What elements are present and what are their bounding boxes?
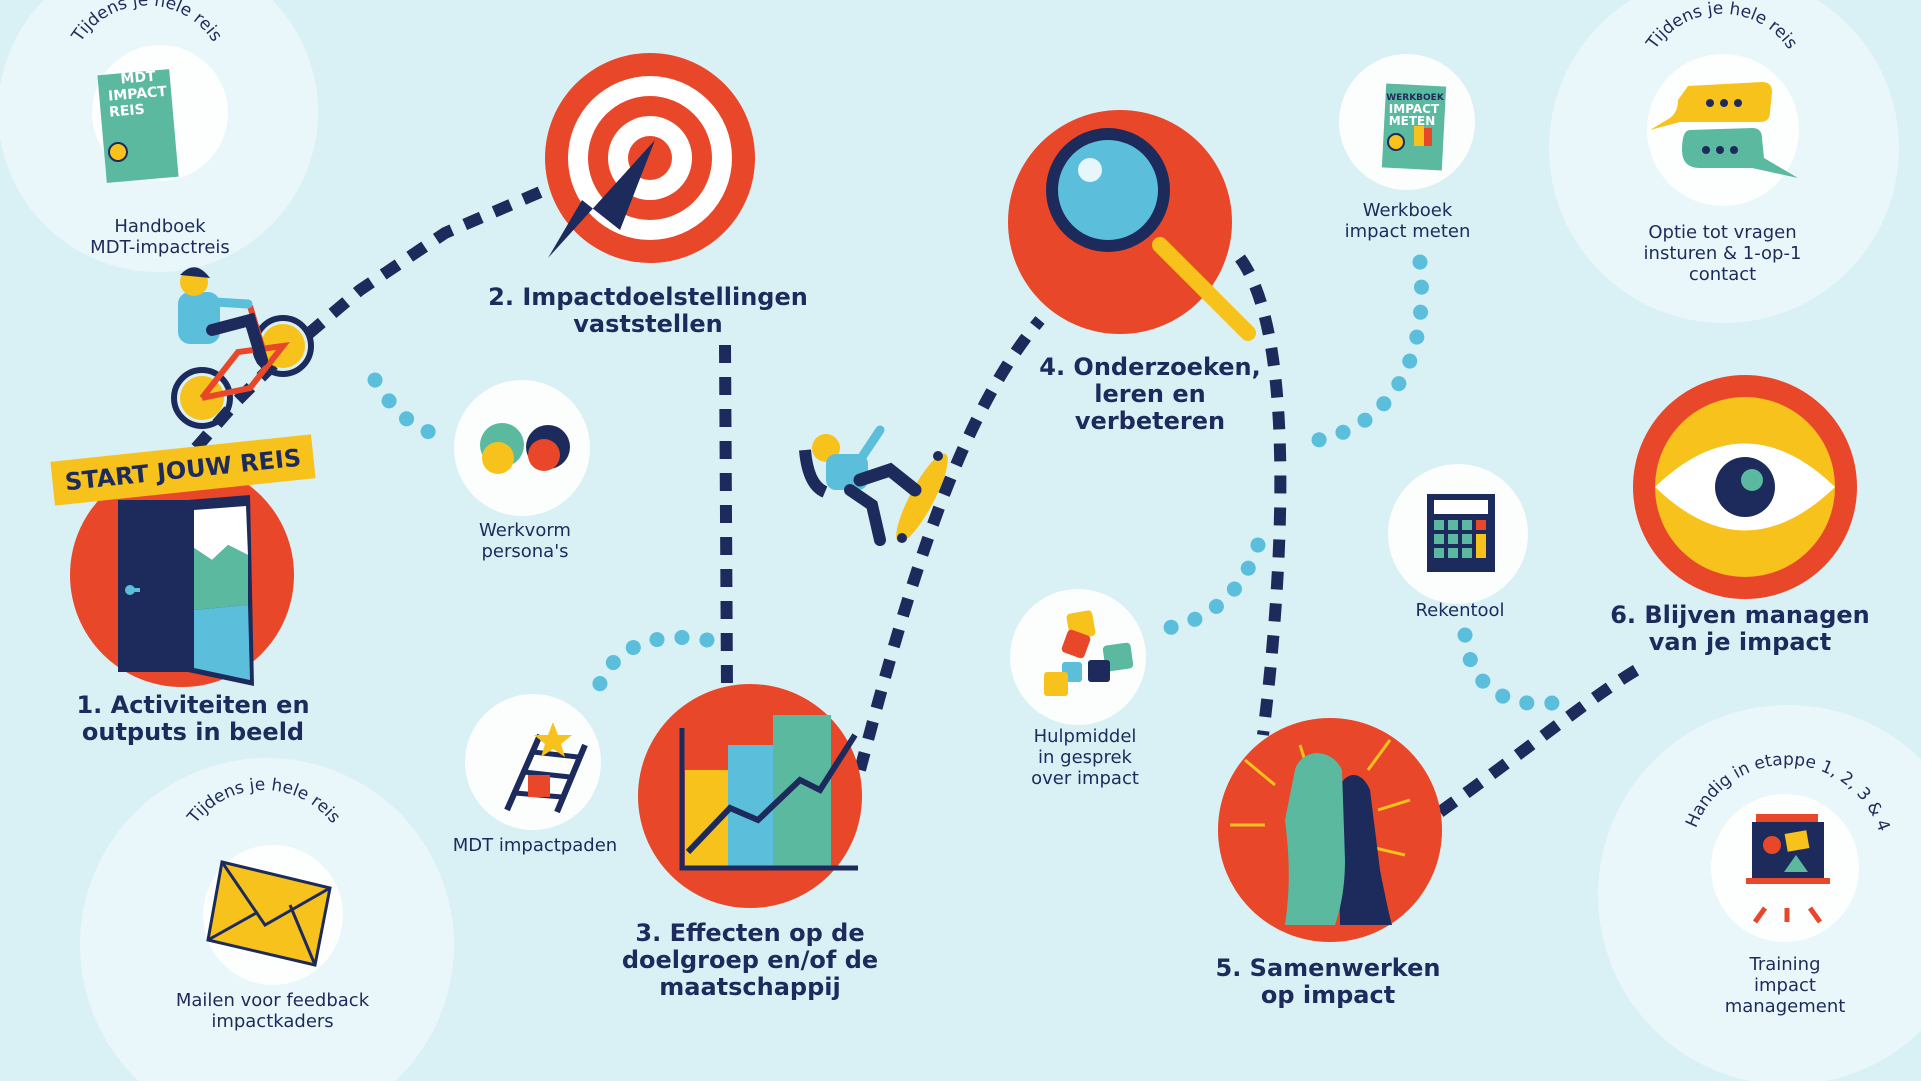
path-segment-4-5 — [1235, 254, 1287, 736]
chart-icon — [638, 684, 862, 908]
skater-icon — [799, 425, 948, 546]
envelope-icon — [206, 860, 332, 967]
stage-label-3: 3. Effecten op de doelgroep en/of de maa… — [621, 919, 879, 1001]
stage-label-6: 6. Blijven managen van je impact — [1610, 601, 1870, 656]
persona-heads-icon — [480, 423, 570, 474]
puzzle-icon — [1044, 610, 1134, 696]
tool-label-werkvorm: Werkvorm persona's — [479, 520, 571, 562]
path-segment-2-3 — [719, 344, 733, 691]
magnifier-icon — [1008, 110, 1256, 341]
stage-label-5: 5. Samenwerken op impact — [1215, 954, 1441, 1009]
branch-werkboek — [1310, 254, 1429, 448]
tool-label-mailen: Mailen voor feedback impactkaders — [175, 990, 370, 1032]
cyclist-icon — [171, 267, 314, 429]
tool-label-werkboek: Werkboek impact meten — [1344, 200, 1471, 242]
tool-label-rekentool: Rekentool — [1415, 600, 1505, 621]
path-segment-1-2 — [191, 184, 548, 452]
tool-label-handboek: Handboek MDT-impactreis — [90, 216, 230, 258]
svg-text:IMPACT: IMPACT — [108, 84, 168, 105]
target-icon — [545, 53, 755, 263]
svg-text:METEN: METEN — [1389, 114, 1436, 128]
stage-label-4: 4. Onderzoeken, leren en verbeteren — [1039, 353, 1261, 435]
branch-hulpmiddel — [1147, 537, 1266, 638]
tool-label-training: Training impact management — [1724, 954, 1846, 1017]
stage-label-1: 1. Activiteiten en outputs in beeld — [76, 691, 310, 746]
branch-werkvorm — [367, 372, 446, 442]
main-journey-path — [191, 184, 1648, 817]
blob-impactpaden — [465, 694, 601, 830]
branch-rekentool — [1457, 627, 1568, 712]
high-five-icon — [1218, 718, 1442, 942]
calculator-icon — [1427, 494, 1495, 572]
easel-icon — [1746, 814, 1830, 924]
svg-text:WERKBOEK: WERKBOEK — [1386, 93, 1445, 103]
path-segment-3-4 — [854, 316, 1045, 772]
branch-impactpaden — [587, 630, 715, 708]
workbook-icon: WERKBOEK IMPACT METEN — [1381, 83, 1447, 171]
tool-branch-paths — [367, 254, 1568, 712]
svg-text:REIS: REIS — [108, 102, 145, 121]
eye-icon — [1633, 375, 1857, 599]
tool-label-hulpmiddel: Hulpmiddel in gesprek over impact — [1031, 726, 1139, 789]
stage-label-2: 2. Impactdoelstellingen vaststellen — [488, 283, 808, 338]
path-segment-5-6 — [1436, 659, 1648, 817]
svg-text:MDT: MDT — [120, 69, 157, 88]
ladder-icon — [504, 722, 588, 814]
tool-label-optie: Optie tot vragen insturen & 1-op-1 conta… — [1643, 222, 1802, 285]
door-icon — [70, 463, 294, 687]
chat-bubbles-icon — [1650, 82, 1798, 178]
book-icon: MDT IMPACT REIS — [97, 69, 179, 183]
tool-label-impactpaden: MDT impactpaden — [452, 835, 618, 856]
svg-text:IMPACT: IMPACT — [1389, 102, 1440, 116]
